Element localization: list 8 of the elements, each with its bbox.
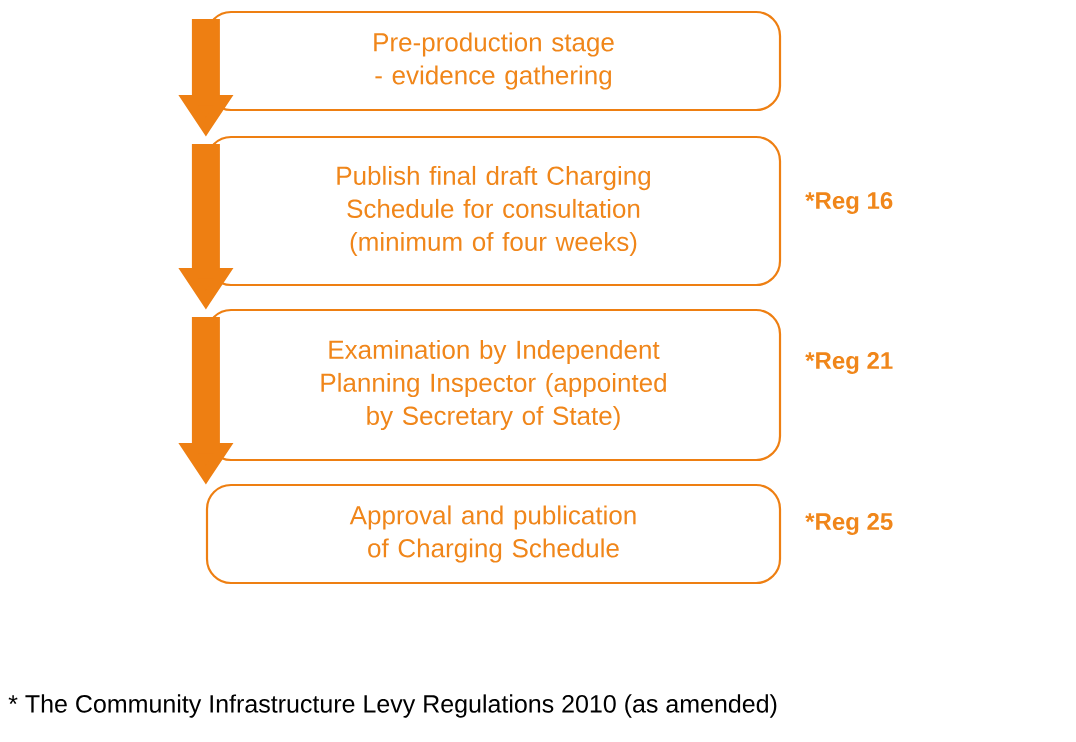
process-box: Examination by Independent Planning Inspector (appointed by Secretary of State) [205,308,782,462]
reg-note: *Reg 25 [805,513,893,535]
process-box: Pre-production stage - evidence gathering [205,10,782,112]
reg-note: *Reg 16 [805,192,893,214]
process-box: Approval and publication of Charging Schedule [205,483,782,585]
reg-note: *Reg 21 [805,352,893,374]
footnote: * The Community Infrastructure Levy Regulations 2010 (as amended) [8,694,777,718]
process-box: Publish final draft Charging Schedule for consultation (minimum of four weeks) [205,135,782,287]
